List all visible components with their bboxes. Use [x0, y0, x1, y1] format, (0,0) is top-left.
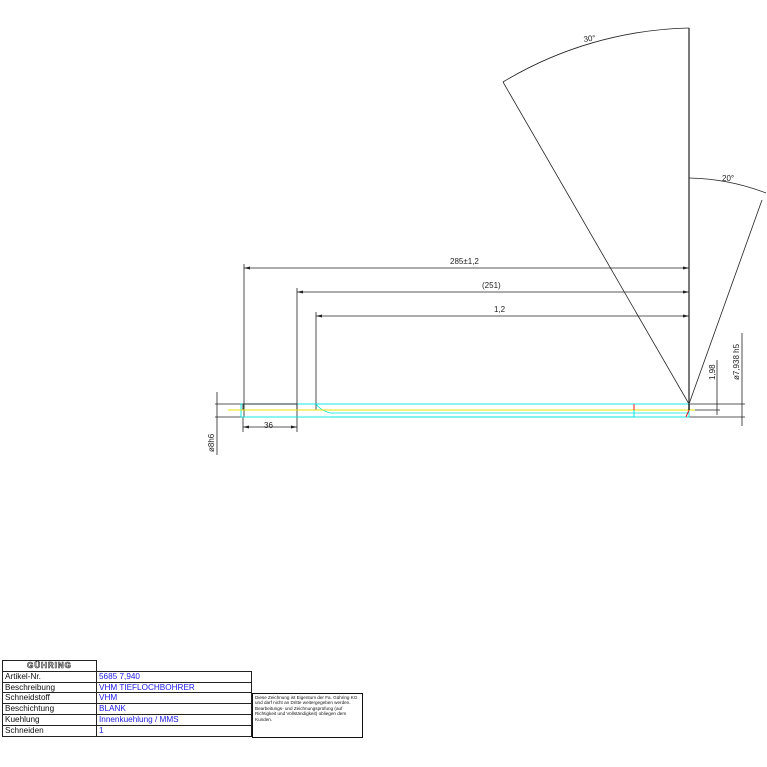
arrowheads — [243, 266, 689, 429]
ownership-notice: Diese Zeichnung ist Eigentum der Fa. Güh… — [252, 693, 363, 738]
tip-dim-label: 1,98 — [708, 364, 717, 380]
title-block: GÜHRING Artikel-Nr.5685 7,940 Beschreibu… — [2, 660, 252, 737]
dimension-lines — [215, 27, 767, 455]
shank-dia-label: ø8h6 — [207, 433, 216, 452]
drill-body — [228, 403, 695, 418]
shank-length-label: 36 — [264, 421, 273, 430]
tip-dia-label: ø7,938 h5 — [732, 343, 741, 380]
flute-tol-label: 1,2 — [494, 305, 506, 314]
overall-length-label: 285±1,2 — [450, 257, 479, 266]
guehring-logo: GÜHRING — [2, 660, 97, 672]
flute-length-label: (251) — [482, 281, 501, 290]
table-row: Artikel-Nr.5685 7,940 — [2, 670, 252, 683]
angle-20-label: 20° — [722, 174, 734, 183]
angle-30-label: 30° — [583, 33, 596, 44]
